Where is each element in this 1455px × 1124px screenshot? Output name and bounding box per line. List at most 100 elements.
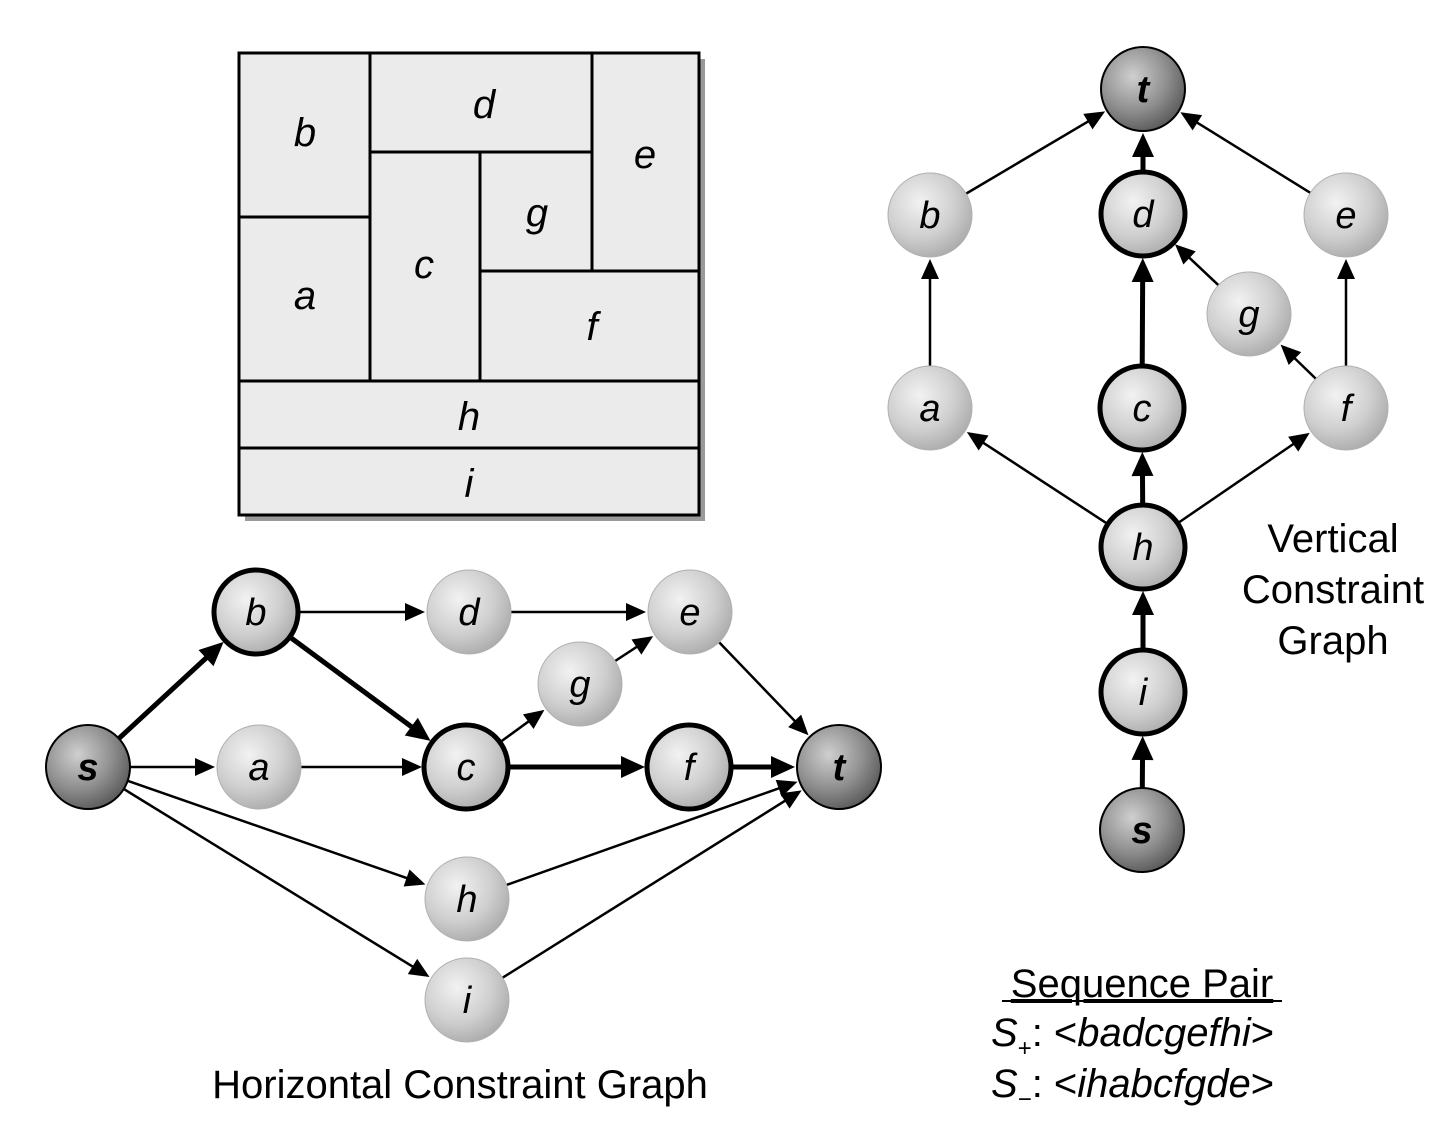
hcg-edge-b-c bbox=[288, 634, 431, 741]
hcg-node-s-circle bbox=[45, 724, 131, 810]
s-plus-value: badcgefhi bbox=[1077, 1011, 1252, 1055]
hcg-caption: Horizontal Constraint Graph bbox=[212, 1063, 708, 1107]
sequence-pair-title: Sequence Pair bbox=[1011, 962, 1273, 1006]
floorplan-block-g bbox=[478, 150, 594, 273]
vcg-node-a-circle bbox=[887, 365, 973, 451]
s-plus-open: : < bbox=[1032, 1011, 1078, 1055]
hcg-node-e: e bbox=[647, 569, 733, 655]
hcg-node-g-circle bbox=[537, 641, 623, 727]
s-plus-close: > bbox=[1251, 1011, 1274, 1055]
hcg-node-a-circle bbox=[216, 724, 302, 810]
vcg-node-c: c bbox=[1097, 363, 1187, 453]
hcg-node-b-label: b bbox=[245, 592, 266, 634]
vcg-node-g: g bbox=[1206, 271, 1292, 357]
floorplan-label-h: h bbox=[458, 395, 480, 439]
s-plus-symbol: S bbox=[991, 1011, 1018, 1055]
hcg-node-s: s bbox=[45, 724, 131, 810]
vcg-node-b-label: b bbox=[919, 195, 940, 237]
vcg-node-i: i bbox=[1098, 647, 1188, 737]
vcg-edge-f-g bbox=[1280, 344, 1317, 380]
vcg-edge-i-h bbox=[1132, 591, 1154, 650]
hcg-node-c: c bbox=[421, 722, 511, 812]
vcg-node-g-label: g bbox=[1238, 294, 1259, 336]
vcg-edges bbox=[921, 111, 1355, 789]
vcg-node-b-circle bbox=[887, 172, 973, 258]
hcg-edge-a-c bbox=[301, 758, 422, 776]
s-plus-subscript: + bbox=[1018, 1035, 1032, 1062]
floorplan-block-f bbox=[478, 269, 701, 383]
vcg-caption: Vertical Constraint Graph bbox=[1242, 517, 1424, 663]
hcg-node-f: f bbox=[644, 722, 734, 812]
vcg-node-s: s bbox=[1099, 787, 1185, 873]
vcg-node-d-circle bbox=[1098, 169, 1188, 259]
vcg-node-b: b bbox=[887, 172, 973, 258]
s-minus-symbol: S bbox=[991, 1062, 1018, 1106]
hcg-node-h-label: h bbox=[456, 879, 477, 921]
vcg-edge-h-f bbox=[1176, 432, 1310, 525]
vcg-node-f-circle bbox=[1303, 365, 1389, 451]
s-minus-value: ihabcfgde bbox=[1077, 1062, 1250, 1106]
floorplan-label-a: a bbox=[294, 274, 316, 318]
vcg-caption-line-1: Vertical bbox=[1267, 517, 1398, 561]
hcg-node-e-label: e bbox=[679, 592, 700, 634]
hcg-node-d-label: d bbox=[458, 592, 481, 634]
vcg-node-d: d bbox=[1098, 169, 1188, 259]
vcg-edge-a-b bbox=[921, 259, 939, 366]
vcg-edge-f-e bbox=[1337, 259, 1355, 366]
hcg-edge-s-a bbox=[130, 758, 215, 776]
hcg-edge-g-e bbox=[614, 636, 654, 663]
vcg-node-f-label: f bbox=[1341, 388, 1355, 430]
hcg-node-d: d bbox=[426, 569, 512, 655]
floorplan: b d e a c g f h i bbox=[237, 51, 705, 521]
hcg-node-b-circle bbox=[211, 567, 301, 657]
vcg-node-h-label: h bbox=[1132, 527, 1153, 569]
vcg-node-i-label: i bbox=[1139, 672, 1149, 714]
vcg-node-h: h bbox=[1098, 502, 1188, 592]
hcg-edges bbox=[117, 603, 809, 979]
hcg-node-f-circle bbox=[644, 722, 734, 812]
vcg-node-e: e bbox=[1303, 172, 1389, 258]
s-minus-open: : < bbox=[1032, 1062, 1078, 1106]
hcg-edge-h-t bbox=[506, 779, 798, 887]
hcg-node-h: h bbox=[424, 856, 510, 942]
hcg-node-d-circle bbox=[426, 569, 512, 655]
hcg-node-a: a bbox=[216, 724, 302, 810]
hcg-node-i: i bbox=[424, 957, 510, 1043]
hcg-edge-c-f bbox=[508, 756, 645, 778]
vcg-node-g-circle bbox=[1206, 271, 1292, 357]
vcg-node-d-label: d bbox=[1132, 194, 1155, 236]
vcg-edge-s-i bbox=[1131, 735, 1154, 789]
hcg-node-i-circle bbox=[424, 957, 510, 1043]
floorplan-label-e: e bbox=[634, 133, 656, 177]
floorplan-block-i bbox=[237, 446, 701, 517]
hcg-node-t-circle bbox=[796, 724, 882, 810]
vcg-edge-g-d bbox=[1175, 244, 1220, 287]
vcg-node-a-label: a bbox=[919, 388, 940, 430]
vcg-edge-e-t bbox=[1180, 112, 1311, 194]
vcg-node-t-label: t bbox=[1137, 69, 1151, 111]
vcg-nodes: t b d e g a c f h i s bbox=[887, 46, 1389, 873]
floorplan-label-d: d bbox=[473, 83, 497, 127]
s-plus-line: S+: <badcgefhi> bbox=[991, 1011, 1274, 1062]
vcg-edge-b-t bbox=[965, 111, 1106, 195]
vcg-edge-h-a bbox=[966, 432, 1109, 526]
floorplan-label-c: c bbox=[414, 243, 434, 287]
vcg-node-i-circle bbox=[1098, 647, 1188, 737]
vcg-node-s-circle bbox=[1099, 787, 1185, 873]
vcg-caption-line-2: Constraint bbox=[1242, 568, 1424, 612]
hcg-node-f-label: f bbox=[684, 747, 698, 789]
vertical-constraint-graph: t b d e g a c f h i s bbox=[887, 46, 1389, 873]
hcg-edge-f-t bbox=[731, 756, 795, 778]
hcg-node-e-circle bbox=[647, 569, 733, 655]
hcg-edge-s-b bbox=[117, 641, 224, 741]
vcg-node-c-circle bbox=[1097, 363, 1187, 453]
vcg-edge-c-d bbox=[1131, 257, 1154, 367]
hcg-edge-i-t bbox=[501, 790, 802, 979]
hcg-edge-b-d bbox=[298, 603, 425, 621]
floorplan-block-h bbox=[237, 379, 701, 450]
floorplan-block-b bbox=[237, 51, 372, 219]
hcg-node-t: t bbox=[796, 724, 882, 810]
